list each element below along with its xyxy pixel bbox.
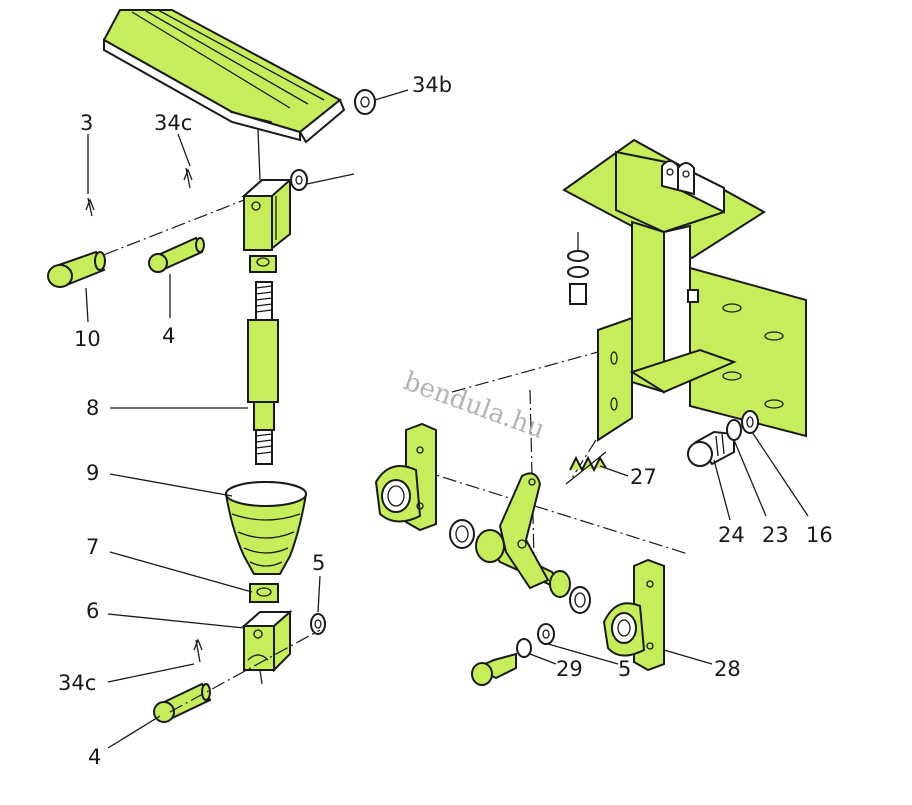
label-4-bottom: 4 xyxy=(88,745,101,769)
bracket-bolt-stack xyxy=(567,232,589,305)
washer-clevis-top xyxy=(290,169,308,191)
label-10: 10 xyxy=(74,327,101,351)
label-29: 29 xyxy=(556,657,583,681)
pedal-plate xyxy=(102,9,346,144)
label-16: 16 xyxy=(806,523,833,547)
label-23: 23 xyxy=(762,523,789,547)
label-9: 9 xyxy=(86,461,99,485)
washer-5-right xyxy=(537,623,555,645)
nut-7 xyxy=(249,583,279,603)
washer-23 xyxy=(726,419,742,441)
pin-4-bottom xyxy=(153,682,212,723)
pin-axis-line-bottom xyxy=(169,629,321,713)
label-7: 7 xyxy=(86,535,99,559)
washer-34b xyxy=(354,89,376,115)
clevis-top xyxy=(241,179,293,251)
pedal-bracket xyxy=(562,138,807,442)
label-6: 6 xyxy=(86,599,99,623)
pin-10 xyxy=(47,250,106,288)
washer-pivot-left xyxy=(449,519,475,549)
label-5-right: 5 xyxy=(618,657,631,681)
leader-washer-top xyxy=(306,173,355,185)
washer-5-left xyxy=(310,613,326,635)
pin-4-top xyxy=(148,236,205,273)
assembly-line-4 xyxy=(571,439,597,479)
clevis-6-axis xyxy=(259,669,263,685)
pivot-bracket-28 xyxy=(602,558,665,672)
washer-16 xyxy=(741,410,759,434)
clevis-6 xyxy=(241,609,293,673)
label-4-top: 4 xyxy=(162,324,175,348)
label-34c-bottom: 34c xyxy=(58,671,96,695)
cotter-pin-3 xyxy=(85,197,95,217)
assembly-line-1 xyxy=(451,351,599,393)
label-34b: 34b xyxy=(412,73,452,97)
threaded-rod-8 xyxy=(247,281,279,465)
rubber-boot-9 xyxy=(224,481,308,575)
label-24: 24 xyxy=(718,523,745,547)
cotter-pin-34c-bottom xyxy=(193,638,203,663)
washer-29 xyxy=(516,638,532,658)
label-34c-top: 34c xyxy=(154,111,192,135)
leader-lines xyxy=(85,133,809,749)
label-5-left: 5 xyxy=(312,551,325,575)
leader-34b xyxy=(374,89,409,101)
label-8: 8 xyxy=(86,396,99,420)
spring-27 xyxy=(565,451,607,485)
label-27: 27 xyxy=(630,465,657,489)
pedal-axis-line xyxy=(257,129,261,181)
bolt-bottom xyxy=(471,652,517,686)
assembly-line-3 xyxy=(419,469,689,555)
pedal-shaft-lever xyxy=(475,472,571,598)
label-3: 3 xyxy=(80,111,93,135)
cotter-pin-34c-top xyxy=(183,167,193,189)
nut-top xyxy=(249,255,277,273)
label-28: 28 xyxy=(714,657,741,681)
pivot-bracket-left xyxy=(374,422,437,532)
bolt-24 xyxy=(687,430,735,467)
washer-pivot-right xyxy=(569,586,591,614)
